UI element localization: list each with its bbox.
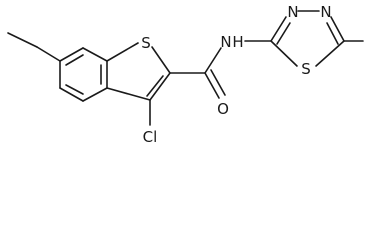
- atom-label-s: S: [301, 60, 311, 78]
- bond: [330, 16, 345, 42]
- benzene-ring: [59, 47, 108, 102]
- bond: [204, 47, 222, 74]
- double-bond-inner: [326, 22, 339, 45]
- bond: [149, 72, 171, 101]
- atom-label-s: S: [141, 34, 151, 52]
- bond: [270, 16, 287, 42]
- thiadiazole-ring: [270, 10, 345, 67]
- double-bond-inner: [146, 75, 164, 97]
- bond: [315, 40, 345, 67]
- bond: [82, 87, 108, 102]
- bond: [59, 47, 84, 62]
- bond: [151, 46, 171, 74]
- bond: [82, 47, 108, 62]
- carbonyl-bond: [204, 72, 220, 99]
- double-bond-inner: [65, 84, 84, 95]
- bond: [106, 42, 139, 62]
- double-bond-inner: [65, 54, 84, 66]
- atom-label-o: O: [217, 100, 229, 118]
- double-bond-inner: [276, 22, 291, 45]
- methyl-bond: [7, 32, 38, 48]
- bond: [106, 87, 151, 101]
- atom-label-cl: Cl: [143, 128, 158, 146]
- atom-label-n: N: [220, 33, 231, 51]
- molecule-drawing: S N H N N S O Cl: [7, 3, 364, 146]
- methyl-bond: [36, 46, 61, 62]
- atom-label-n: N: [287, 3, 298, 21]
- thiophene-ring: [106, 42, 171, 101]
- structure-diagram: S N H N N S O Cl: [7, 3, 364, 146]
- atom-label-h: H: [232, 33, 243, 51]
- bond: [59, 87, 84, 102]
- atom-label-n: N: [320, 3, 331, 21]
- bond: [270, 40, 298, 67]
- carbonyl-bond: [210, 69, 226, 96]
